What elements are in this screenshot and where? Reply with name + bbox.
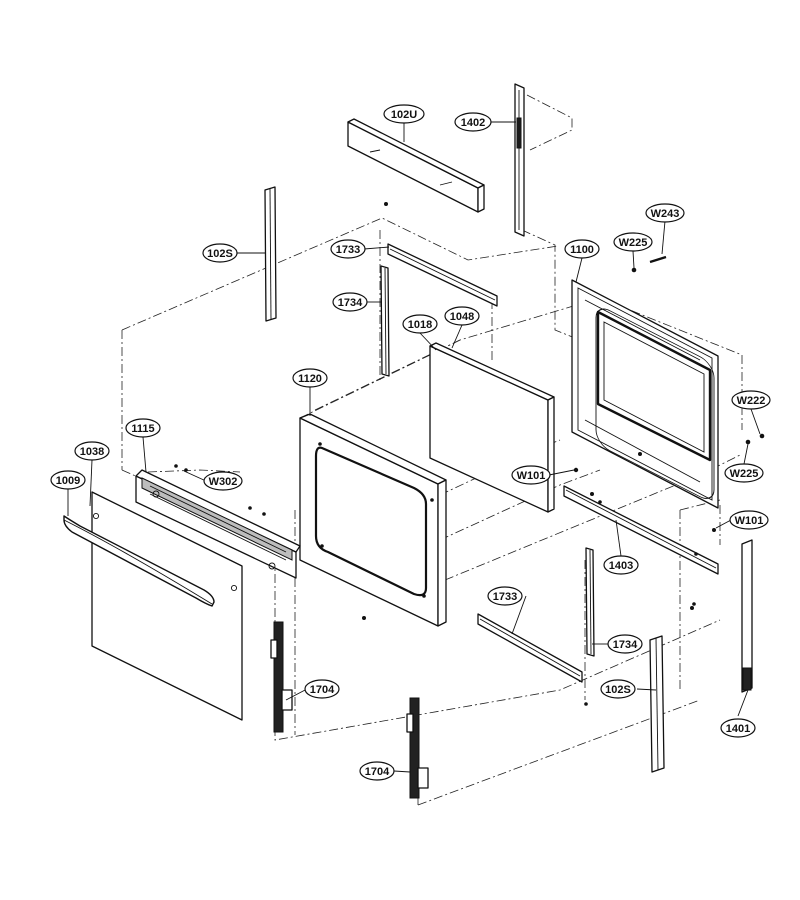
callout-W302: W302 bbox=[203, 471, 243, 491]
callout-label-W222: W222 bbox=[737, 395, 766, 407]
callout-label-1120: 1120 bbox=[298, 373, 322, 385]
callout-label-1018: 1018 bbox=[408, 319, 432, 331]
callout-1018: 1018 bbox=[402, 314, 438, 334]
callout-102S-bottom: 102S bbox=[600, 679, 636, 699]
callout-label-W302: W302 bbox=[209, 476, 238, 488]
callout-W101-left: W101 bbox=[511, 465, 551, 485]
callout-1734-top: 1734 bbox=[332, 292, 368, 312]
callout-label-1704-left: 1704 bbox=[310, 684, 335, 696]
part-1704-hinge-left bbox=[270, 621, 293, 733]
callout-102S-top: 102S bbox=[202, 243, 238, 263]
callout-label-1704-bottom: 1704 bbox=[365, 766, 390, 778]
callout-1009: 1009 bbox=[50, 470, 86, 490]
callout-label-1734-bottom: 1734 bbox=[613, 639, 638, 651]
callout-1704-bottom: 1704 bbox=[359, 761, 395, 781]
callout-1734-bottom: 1734 bbox=[607, 634, 643, 654]
callout-1120: 1120 bbox=[292, 368, 328, 388]
part-1402-side-strip bbox=[514, 83, 525, 237]
callout-label-102U: 102U bbox=[391, 109, 417, 121]
callout-1038: 1038 bbox=[74, 441, 110, 461]
part-1115-vent-bracket bbox=[135, 469, 301, 579]
callout-label-1402: 1402 bbox=[461, 117, 485, 129]
part-1120-middle-frame bbox=[299, 413, 447, 627]
callout-label-W243: W243 bbox=[651, 208, 680, 220]
part-102S-top-side-post bbox=[264, 186, 277, 322]
callout-label-102S-top: 102S bbox=[207, 248, 233, 260]
callout-1733-bottom: 1733 bbox=[487, 586, 523, 606]
callout-label-102S-bottom: 102S bbox=[605, 684, 631, 696]
callout-1100: 1100 bbox=[564, 239, 600, 259]
callout-102U: 102U bbox=[383, 104, 425, 124]
callout-label-1401: 1401 bbox=[726, 723, 750, 735]
part-1018-1048-glass-panel bbox=[429, 342, 555, 513]
part-102U-top-trim bbox=[347, 118, 485, 213]
fasteners-top-right bbox=[590, 255, 765, 532]
part-1009-outer-door bbox=[63, 491, 243, 721]
part-1704-hinge-bottom bbox=[406, 697, 429, 799]
callout-1402: 1402 bbox=[454, 112, 492, 132]
callout-label-W101-right: W101 bbox=[735, 515, 764, 527]
part-1100-inner-frame bbox=[571, 279, 719, 509]
loose-screws bbox=[362, 606, 694, 620]
callout-label-1733-bottom: 1733 bbox=[493, 591, 517, 603]
callout-label-1115: 1115 bbox=[131, 423, 154, 435]
callout-label-1100: 1100 bbox=[570, 244, 594, 256]
callout-label-1048: 1048 bbox=[450, 311, 474, 323]
callout-label-1734-top: 1734 bbox=[338, 297, 363, 309]
callout-label-W225-right: W225 bbox=[730, 468, 759, 480]
callout-1401: 1401 bbox=[720, 718, 756, 738]
callout-label-1009: 1009 bbox=[56, 475, 80, 487]
callout-1115: 1115 bbox=[125, 418, 161, 438]
callout-W243: W243 bbox=[645, 203, 685, 223]
callout-label-W101-left: W101 bbox=[517, 470, 546, 482]
part-1733-bottom-rail bbox=[477, 613, 588, 706]
part-1734-bottom-rail bbox=[585, 547, 595, 657]
callout-label-W225-top: W225 bbox=[619, 237, 648, 249]
part-1733-top-rail bbox=[384, 202, 498, 307]
callout-W225-top: W225 bbox=[613, 232, 653, 252]
callout-1704-left: 1704 bbox=[304, 679, 340, 699]
part-1401-side-strip bbox=[741, 539, 753, 693]
part-1734-top-rail bbox=[380, 265, 390, 377]
callout-label-1038: 1038 bbox=[80, 446, 104, 458]
callout-label-1733-top: 1733 bbox=[336, 244, 360, 256]
part-102S-bottom-side-post bbox=[649, 635, 665, 773]
callout-1403: 1403 bbox=[603, 555, 639, 575]
part-1403-lower-bracket bbox=[563, 485, 719, 606]
w302-screws bbox=[174, 464, 266, 516]
callout-W222: W222 bbox=[731, 390, 771, 410]
callout-W225-right: W225 bbox=[724, 463, 764, 483]
callout-label-1403: 1403 bbox=[609, 560, 633, 572]
callout-W101-right: W101 bbox=[729, 510, 769, 530]
callout-leaders bbox=[67, 121, 761, 773]
callout-1733-top: 1733 bbox=[330, 239, 366, 259]
callout-1048: 1048 bbox=[444, 306, 480, 326]
